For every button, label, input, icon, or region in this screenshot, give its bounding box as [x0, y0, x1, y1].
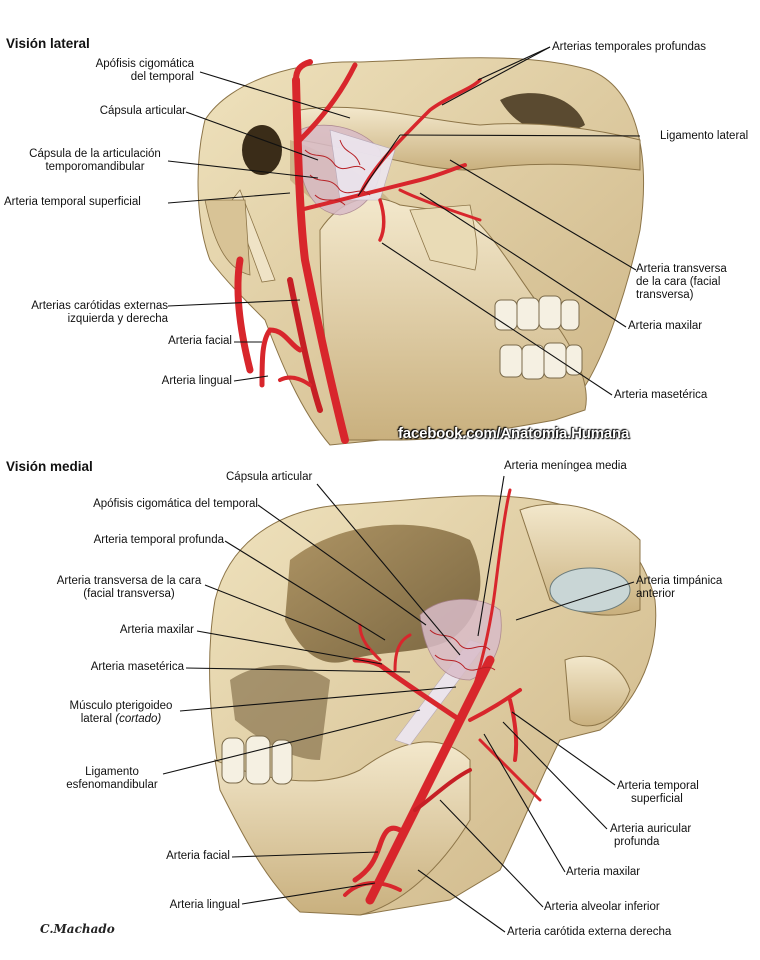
label-musculo-pterigoideo: Músculo pterigoideo lateral (cortado) [69, 700, 173, 725]
medial-view-title: Visión medial [6, 459, 93, 474]
label-arteria-maseterica-lat: Arteria masetérica [614, 389, 708, 401]
label-arteria-alveolar-inferior: Arteria alveolar inferior [544, 901, 660, 913]
label-arteria-maxilar-lat: Arteria maxilar [628, 320, 703, 332]
label-arteria-maseterica-med: Arteria masetérica [90, 661, 184, 673]
label-arteria-maxilar-med-right: Arteria maxilar [566, 866, 641, 878]
artist-signature: C.Machado [40, 922, 115, 936]
orbit [500, 93, 585, 133]
leader-lines [162, 46, 641, 933]
label-arteria-meningea-media: Arteria meníngea media [504, 460, 627, 472]
label-arteria-lingual-lat: Arteria lingual [161, 375, 232, 387]
label-arteria-transversa-cara-med: Arteria transversa de la cara(facial tra… [56, 575, 202, 600]
label-arteria-facial-med: Arteria facial [166, 850, 230, 862]
bone-block [564, 655, 631, 727]
bone-ring [549, 567, 631, 613]
label-arteria-temporal-profunda: Arteria temporal profunda [93, 534, 224, 546]
label-arteria-facial-lat: Arteria facial [168, 335, 232, 347]
lateral-view-illustration [197, 57, 644, 446]
mandible-medial [214, 741, 471, 916]
watermark: facebook.com/Anatomia.Humana [398, 425, 630, 442]
label-apofisis-cigomatica-med: Apófisis cigomática del temporal [93, 498, 258, 510]
label-arterias-temporales-profundas: Arterias temporales profundas [552, 41, 707, 53]
fossa-shadow [230, 665, 330, 760]
capsule-vessels-medial [429, 629, 496, 671]
ear-canal [242, 125, 282, 175]
mastoid [204, 199, 251, 276]
label-capsula-articular: Cápsula articular [99, 105, 186, 117]
label-arteria-lingual-med: Arteria lingual [169, 899, 240, 911]
lateral-arteries [234, 59, 482, 444]
coronoid-process [409, 204, 478, 271]
label-arteria-carotida-externa-derecha: Arteria carótida externa derecha [507, 926, 672, 938]
label-arteria-maxilar-med: Arteria maxilar [119, 624, 194, 636]
label-capsula-articular-med: Cápsula articular [226, 471, 313, 483]
label-ligamento-lateral: Ligamento lateral [660, 130, 749, 142]
label-arteria-temporal-superficial: Arteria temporal superficial [4, 196, 141, 208]
teeth-upper [494, 295, 580, 331]
lateral-view-title: Visión lateral [6, 36, 90, 51]
teeth-medial [221, 735, 293, 785]
